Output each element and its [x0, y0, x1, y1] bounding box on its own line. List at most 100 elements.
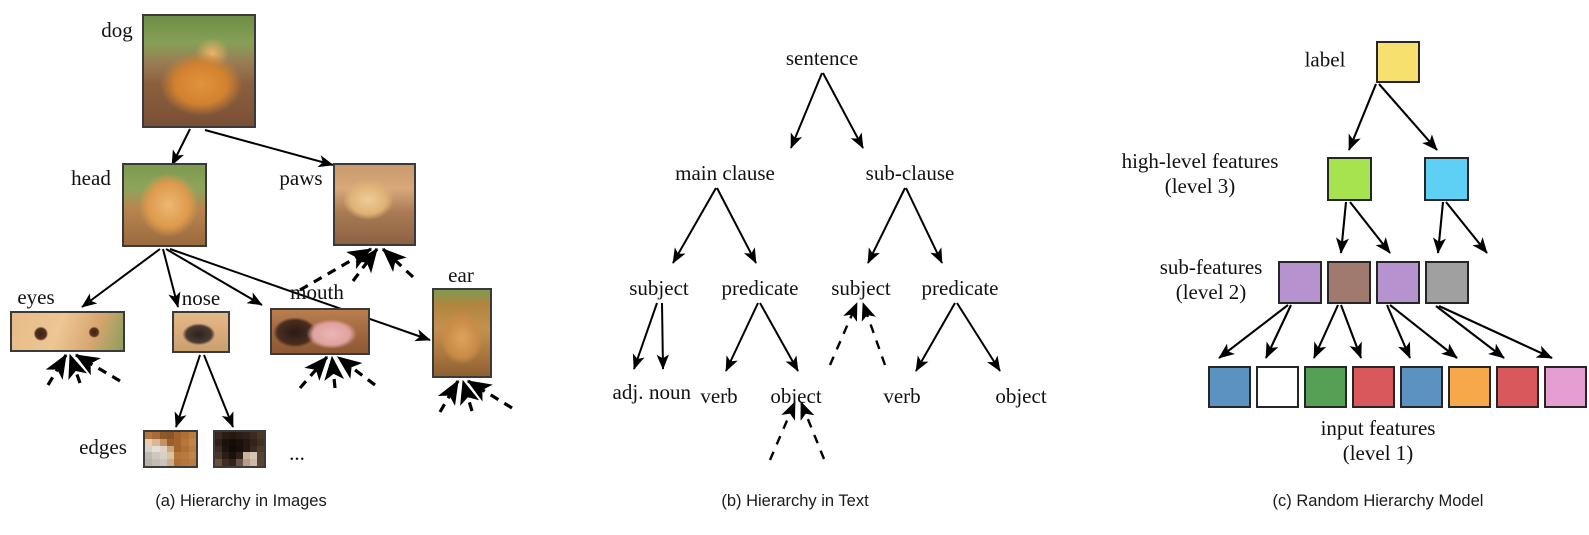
pixel: [181, 432, 189, 439]
node-verb-sub: verb: [883, 383, 921, 408]
pixel: [215, 459, 222, 466]
pixel: [181, 438, 189, 446]
edge-patch-2: [213, 430, 266, 468]
pixel: [159, 452, 167, 460]
pixel: [159, 445, 167, 453]
pixel: [229, 445, 236, 453]
level1-square-6: [1448, 366, 1491, 408]
pixel: [250, 459, 257, 466]
pixel: [250, 432, 257, 439]
pixel: [181, 445, 189, 453]
pixel: [159, 459, 167, 466]
pixel: [188, 452, 196, 460]
pixel: [159, 432, 167, 439]
pixel: [236, 445, 243, 453]
pixel: [236, 432, 243, 439]
pixel: [166, 438, 175, 446]
pixel: [236, 459, 243, 466]
pixel: [166, 459, 175, 466]
pixel: [222, 438, 229, 446]
pixel: [229, 438, 236, 446]
pixel: [188, 432, 196, 439]
pixel: [152, 459, 160, 466]
node-noun: noun: [649, 379, 691, 404]
nose-photo: [172, 311, 230, 353]
pixel: [257, 432, 264, 439]
level1-square-5: [1400, 366, 1443, 408]
pixel: [257, 445, 264, 453]
pixel: [152, 452, 160, 460]
sub-features-line2: (level 2): [1175, 280, 1247, 304]
node-adj: adj.: [612, 379, 644, 404]
node-verb-main: verb: [700, 383, 738, 408]
pixel: [174, 459, 182, 466]
level3-square-2: [1424, 157, 1469, 201]
pixel: [174, 438, 182, 446]
pixel: [215, 432, 222, 439]
panel-b-edges: [632, 72, 1001, 461]
sub-features-line1: sub-features: [1159, 255, 1263, 280]
label-mouth: mouth: [290, 279, 344, 304]
level3-square-1: [1327, 157, 1372, 201]
head-photo: [122, 163, 207, 247]
pixel: [229, 459, 236, 466]
ear-photo: [432, 288, 492, 378]
level1-square-2: [1256, 366, 1299, 408]
pixel: [236, 438, 243, 446]
pixel: [145, 432, 153, 439]
pixel: [181, 459, 189, 466]
node-object-sub: object: [995, 383, 1047, 408]
level1-square-8: [1544, 366, 1587, 408]
level2-square-3: [1376, 261, 1420, 304]
label-paws: paws: [279, 165, 323, 190]
level2-square-4: [1425, 261, 1469, 304]
pixel: [250, 452, 257, 460]
input-features-line1: input features: [1320, 416, 1436, 441]
label-dog: dog: [101, 17, 133, 42]
pixel: [188, 438, 196, 446]
node-subject-sub: subject: [831, 275, 891, 300]
label-square: [1376, 41, 1420, 83]
pixel: [152, 445, 160, 453]
pixel: [222, 459, 229, 466]
dog-photo: [142, 14, 256, 128]
label-label-line1: label: [1304, 47, 1346, 72]
input-features-line2: (level 1): [1342, 441, 1414, 465]
node-predicate-sub: predicate: [921, 275, 999, 300]
label-label: label: [1305, 48, 1346, 73]
pixel: [229, 452, 236, 460]
label-head: head: [71, 165, 111, 190]
pixel: [236, 452, 243, 460]
input-features: input features(level 1): [1321, 416, 1436, 466]
node-main-clause: main clause: [675, 160, 775, 185]
pixel: [152, 432, 160, 439]
pixel: [145, 452, 153, 460]
pixel: [174, 432, 182, 439]
pixel: [166, 452, 175, 460]
pixel: [243, 459, 250, 466]
eyes-photo: [10, 311, 125, 352]
high-level-features-line2: (level 3): [1164, 174, 1236, 198]
pixel: [215, 452, 222, 460]
mouth-photo: [270, 308, 370, 355]
label-ear: ear: [448, 262, 474, 287]
sub-features: sub-features(level 2): [1160, 255, 1263, 305]
pixel: [174, 452, 182, 460]
caption-c: (c) Random Hierarchy Model: [1272, 492, 1484, 510]
high-level-features-line1: high-level features: [1121, 149, 1279, 174]
node-sentence: sentence: [785, 45, 859, 70]
edge-patch-1: [143, 430, 198, 468]
label-edges: edges: [79, 434, 127, 459]
pixel: [250, 445, 257, 453]
pixel: [174, 445, 182, 453]
pixel: [243, 445, 250, 453]
high-level-features: high-level features(level 3): [1122, 149, 1279, 199]
pixel: [152, 438, 160, 446]
label-nose: nose: [181, 285, 221, 310]
pixel: [250, 438, 257, 446]
pixel: [181, 452, 189, 460]
node-predicate-main: predicate: [721, 275, 799, 300]
